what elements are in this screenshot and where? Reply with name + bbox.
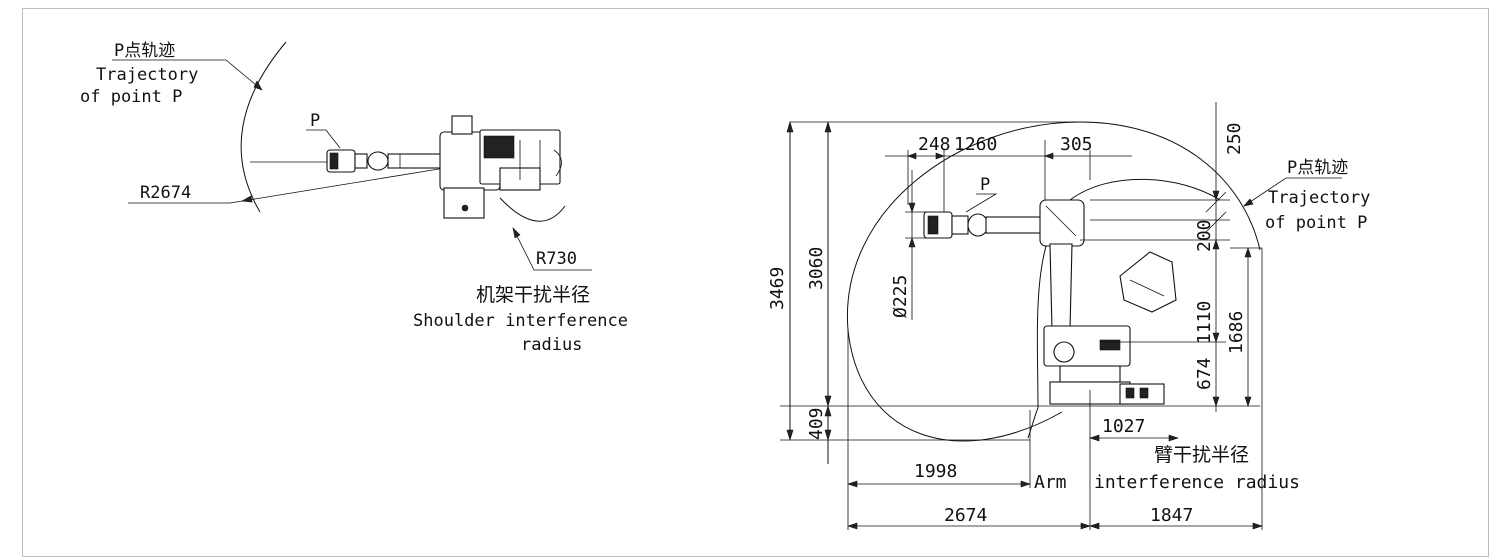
shoulder-en-label-2: radius (521, 335, 582, 355)
dim-225: Ø225 (890, 275, 911, 318)
outer-reach-envelope (846, 121, 1261, 442)
dim-3469: 3469 (767, 267, 788, 310)
shoulder-en-label-1: Shoulder interference (413, 311, 628, 331)
dim-1686: 1686 (1226, 311, 1247, 354)
robot-top-view (326, 115, 562, 219)
side-view: 3469 3060 409 248 1260 305 Ø225 P (767, 102, 1370, 530)
trajectory-leader (112, 59, 263, 91)
dim-200: 200 (1194, 219, 1215, 252)
dim-1998: 1998 (914, 461, 957, 482)
trajectory-en-label-2: of point P (80, 87, 182, 107)
shoulder-cn-label: 机架干扰半径 (476, 284, 590, 306)
dim-2674: 2674 (944, 505, 987, 526)
shoulder-arc (499, 197, 566, 222)
r2674-leader (128, 167, 446, 204)
shoulder-radius-label: R730 (536, 249, 577, 269)
dim-1260: 1260 (954, 134, 997, 155)
reach-radius-label: R2674 (140, 183, 191, 203)
dim-1027: 1027 (1102, 416, 1145, 437)
dim-250: 250 (1224, 122, 1245, 155)
side-trajectory-cn-label: P点轨迹 (1287, 158, 1348, 178)
top-view: P点轨迹 Trajectory of point P R2674 P (80, 41, 628, 355)
arm-cn-label: 臂干扰半径 (1154, 444, 1249, 466)
trajectory-cn-label: P点轨迹 (114, 41, 175, 61)
reach-arc (240, 41, 287, 213)
arm-en-label-1: Arm (1034, 472, 1067, 493)
dim-1847: 1847 (1150, 505, 1193, 526)
robot-side-view (923, 199, 1177, 405)
dim-248: 248 (918, 134, 951, 155)
side-trajectory-en-label-2: of point P (1265, 213, 1367, 233)
r730-leader (512, 227, 592, 271)
dim-674: 674 (1194, 357, 1215, 390)
arm-en-label-2: interference radius (1094, 472, 1300, 493)
side-trajectory-leader (1243, 177, 1342, 207)
drawing-border (22, 8, 1489, 557)
dim-1110: 1110 (1194, 301, 1215, 344)
dim-305: 305 (1060, 134, 1093, 155)
dim-3060: 3060 (806, 247, 827, 290)
trajectory-en-label-1: Trajectory (96, 65, 198, 85)
side-trajectory-en-label-1: Trajectory (1268, 188, 1370, 208)
top-point-label: P (310, 111, 320, 131)
side-point-label: P (980, 175, 990, 195)
dim-409: 409 (806, 407, 827, 440)
